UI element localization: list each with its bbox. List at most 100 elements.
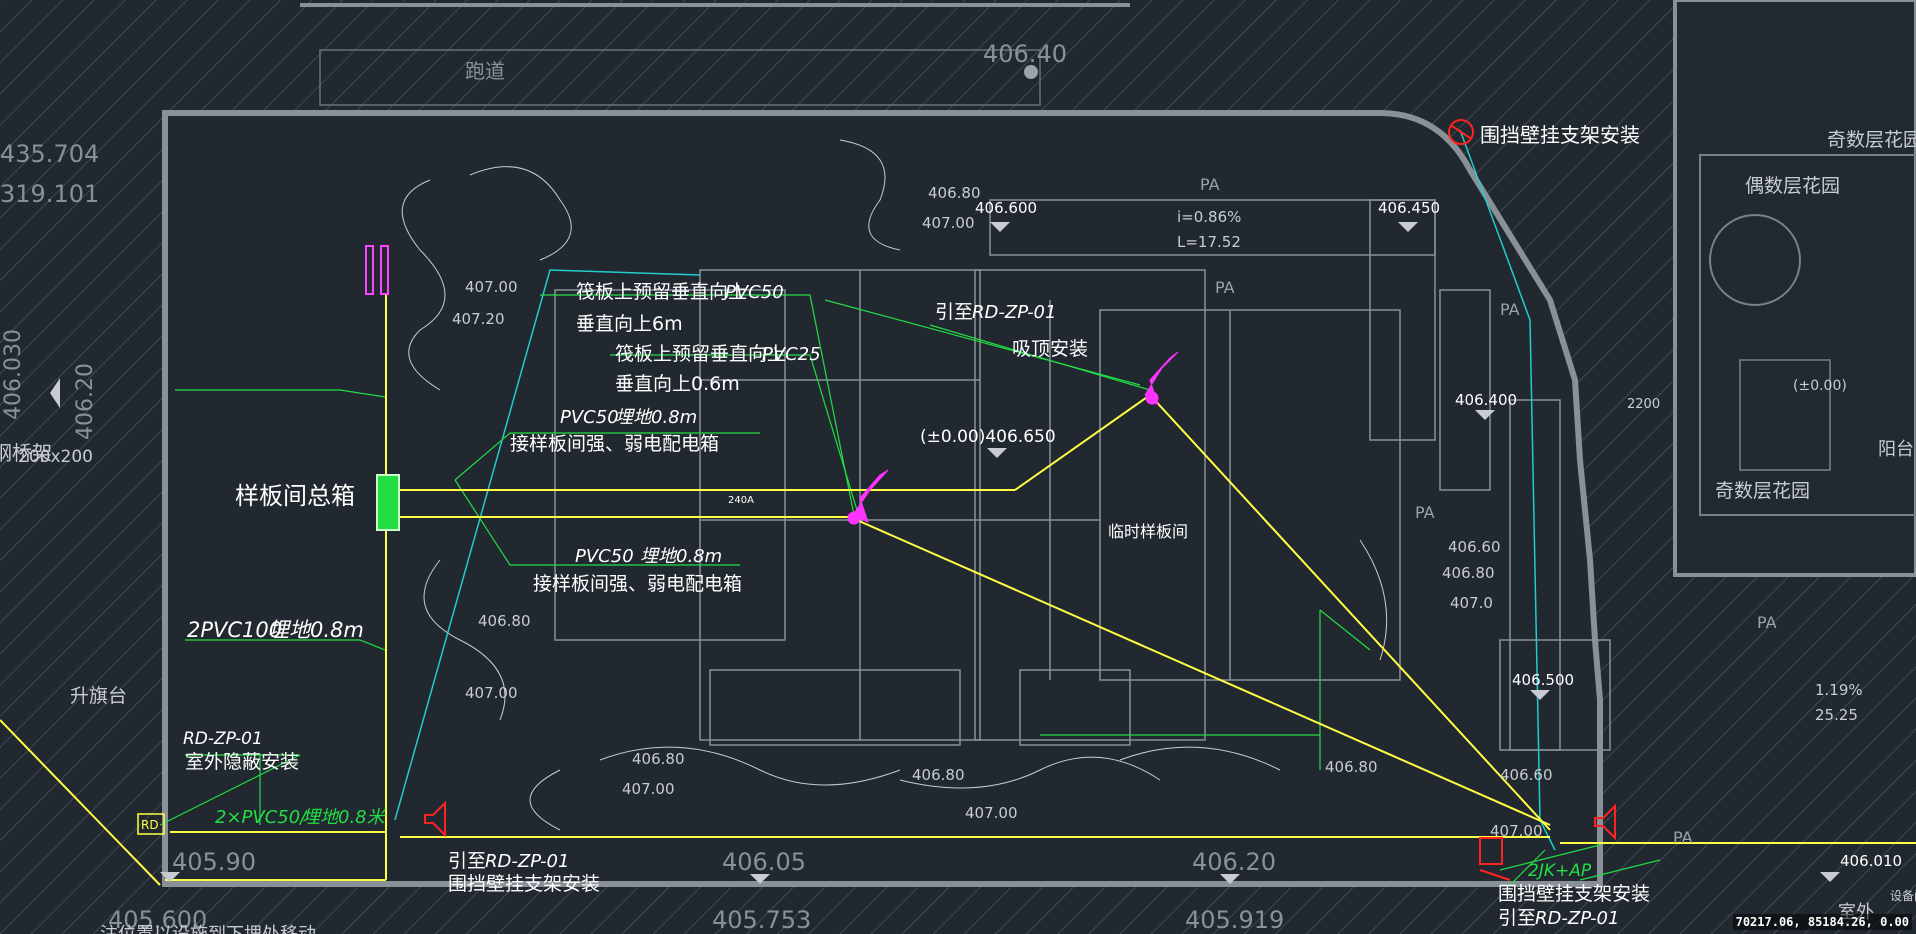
elev-e24: 406.20 [1192,848,1276,876]
cyan-cable [394,129,1556,851]
ann-raft-2: 筏板上预留垂直向上 [615,343,786,365]
elev-e17: 406.80 [912,766,965,784]
site-boundary [162,110,1603,887]
ann-buried-1: 埋地0.8m [615,407,697,428]
ann-pvc-1: PVC50 [560,407,619,428]
elev-e28: 406.010 [1840,852,1902,870]
slope-1: i=0.86% [1177,208,1241,226]
pa-4: PA [1415,503,1435,522]
elev-e7: 406.400 [1455,391,1517,409]
ann-even-garden: 偶数层花园 [1745,175,1840,197]
left-vert-1: 406.030 [1,329,26,420]
elev-e13: 407.00 [465,684,518,702]
ann-pvc-2: PVC50 [575,546,634,567]
coordinate-readout: 70217.06, 85184.26, 0.00 [1732,914,1912,930]
elev-e15: 406.80 [632,750,685,768]
slope-1b: L=17.52 [1177,233,1241,251]
elevation-markers [50,222,1840,884]
ann-note: 注位置以设施到下埋处移动 [100,924,316,934]
ann-wall-2: 围挡壁挂支架安装 [1480,123,1640,147]
ann-main-box: 样板间总箱 [235,482,355,510]
ann-2jk: 2JK+AP [1528,861,1592,881]
left-num-1: 435.704 [0,140,99,168]
elev-e18: 407.00 [965,804,1018,822]
ap-icon-1[interactable] [1144,351,1179,407]
ann-temp-room: 临时样板间 [1108,522,1188,541]
pa-3: PA [1500,300,1520,319]
rd-box[interactable] [137,813,165,835]
ann-lead-3-code: RD-ZP-01 [1535,908,1619,929]
ann-zero-elev: (±0.00)406.650 [920,427,1056,447]
pa-5: PA [1757,613,1777,632]
ann-wall-1: 围挡壁挂支架安装 [448,873,600,895]
ann-2pvc-buried: 埋地0.8m [268,618,364,642]
elev-e19: 406.80 [1325,758,1378,776]
elev-e6: 407.20 [452,310,505,328]
ann-2xpvc: 2×PVC50/ [215,807,308,828]
camera-icon-2[interactable] [1479,837,1511,881]
ann-raft-1-pipe: PVC50 [725,282,784,303]
ann-connect-1: 接样板间强、弱电配电箱 [510,433,719,455]
elev-e21: 407.00 [1490,822,1543,840]
ann-240a: 240A [728,495,754,506]
elev-e27: 405.919 [1185,906,1284,934]
ann-rd: RD [141,818,159,832]
camera-icon-1[interactable] [1448,119,1474,145]
elev-e9: 406.60 [1448,538,1501,556]
elev-e29: (±0.00) [1793,378,1847,394]
elev-e14: 406.500 [1512,671,1574,689]
ann-ceiling: 吸顶安装 [1012,338,1088,360]
flag-platform: 升旗台 [70,685,127,707]
ann-raft-1: 筏板上预留垂直向上 [576,281,747,303]
elev-e5: 407.00 [465,278,518,296]
survey-point [1024,65,1038,79]
ann-outdoor: 室外隐蔽安装 [185,751,299,773]
elev-e26: 405.753 [712,906,811,934]
elev-e8: 2200 [1627,397,1660,412]
ann-odd-garden-1: 奇数层花园 [1827,129,1916,151]
ann-lead-1: 引至 [935,301,973,323]
pole-marker-2 [380,245,389,295]
elev-e2: 407.00 [922,214,975,232]
elev-e16: 407.00 [622,780,675,798]
contour-lines [401,139,1388,831]
pa-6: PA [1673,828,1693,847]
elev-e20: 406.60 [1500,766,1553,784]
elev-e4: 406.450 [1378,199,1440,217]
ann-lead-2: 引至 [448,850,486,872]
left-vert-2: 406.20 [73,363,98,440]
ann-buried-2: 埋地0.8m [640,546,722,567]
main-cable[interactable] [0,295,1916,886]
slope-2b: 25.25 [1815,706,1858,724]
left-size: 200x200 [18,447,93,467]
ann-rd-zp: RD-ZP-01 [183,729,263,749]
garden-room [1739,359,1831,471]
elev-e22: 405.90 [172,848,256,876]
ann-wall-3: 围挡壁挂支架安装 [1498,883,1650,905]
elev-e3: 406.600 [975,199,1037,217]
garden-circle [1709,214,1801,306]
elev-e10: 406.80 [1442,564,1495,582]
pa-2: PA [1215,278,1235,297]
garden-building [1673,0,1916,577]
runway-label: 跑道 [465,59,505,83]
distribution-box[interactable] [376,474,400,531]
ann-vertical-2: 垂直向上0.6m [615,373,740,395]
ann-2pvc: 2PVC100 [187,618,282,642]
ann-lead-2-code: RD-ZP-01 [485,851,569,872]
ann-balcony: 阳台 [1878,439,1914,460]
elev-top: 406.40 [983,40,1067,68]
elev-e25: 405.600 [108,906,207,934]
ap-icon-2[interactable] [847,469,889,525]
garden-block [1699,154,1916,516]
green-leaders [159,294,1661,886]
speaker-icon-1[interactable] [424,800,446,838]
elev-e12: 406.80 [478,612,531,630]
elev-e11: 407.0 [1450,594,1493,612]
speaker-icon-2[interactable] [1594,803,1616,841]
pole-marker-1 [365,245,374,295]
ann-raft-2-pipe: PVC25 [762,344,821,365]
ann-lead-1-code: RD-ZP-01 [972,302,1056,323]
left-num-2: 319.101 [0,180,99,208]
